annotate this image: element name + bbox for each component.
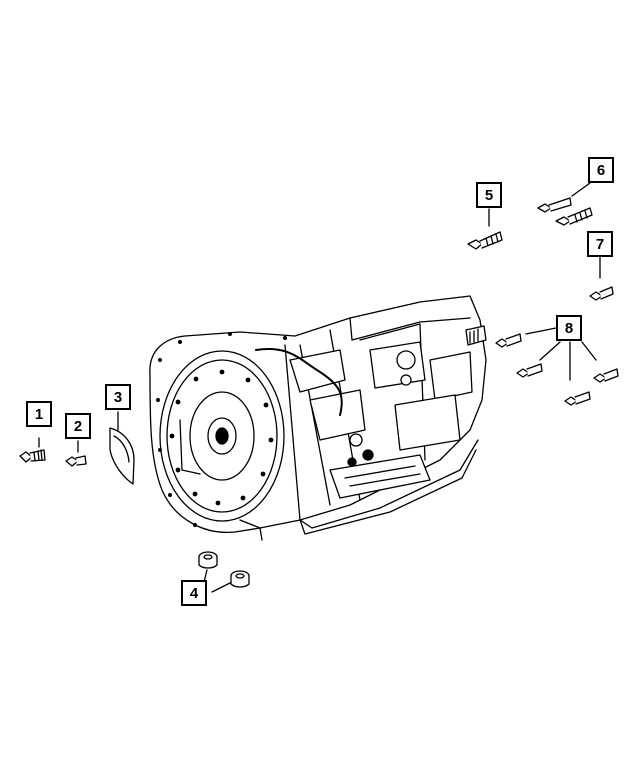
- callout-5-label: 5: [484, 186, 494, 204]
- transmission-assembly: [149, 295, 487, 541]
- callout-4: 4: [181, 580, 207, 606]
- callout-2: 2: [65, 413, 91, 439]
- callout-3: 3: [105, 384, 131, 410]
- callout-4-label: 4: [189, 584, 199, 602]
- callout-1-label: 1: [34, 405, 44, 423]
- callout-5: 5: [476, 182, 502, 208]
- part-5-stud: [467, 208, 503, 250]
- output-shaft: [465, 325, 487, 346]
- part-4-plugs: [198, 551, 250, 593]
- part-7-bolt: [589, 256, 614, 301]
- callout-8: 8: [556, 315, 582, 341]
- part-3-shield: [109, 411, 135, 485]
- part-8-bolts: [495, 327, 619, 406]
- callout-3-label: 3: [113, 388, 123, 406]
- callout-7-label: 7: [595, 235, 605, 253]
- part-6-studs: [537, 182, 593, 226]
- callout-8-label: 8: [564, 319, 574, 337]
- callout-1: 1: [26, 401, 52, 427]
- callout-7: 7: [587, 231, 613, 257]
- oil-pan: [299, 449, 477, 535]
- callout-2-label: 2: [73, 417, 83, 435]
- callout-6: 6: [588, 157, 614, 183]
- part-2-bolt: [65, 440, 87, 467]
- callout-6-label: 6: [596, 161, 606, 179]
- part-1-bolt: [19, 437, 46, 463]
